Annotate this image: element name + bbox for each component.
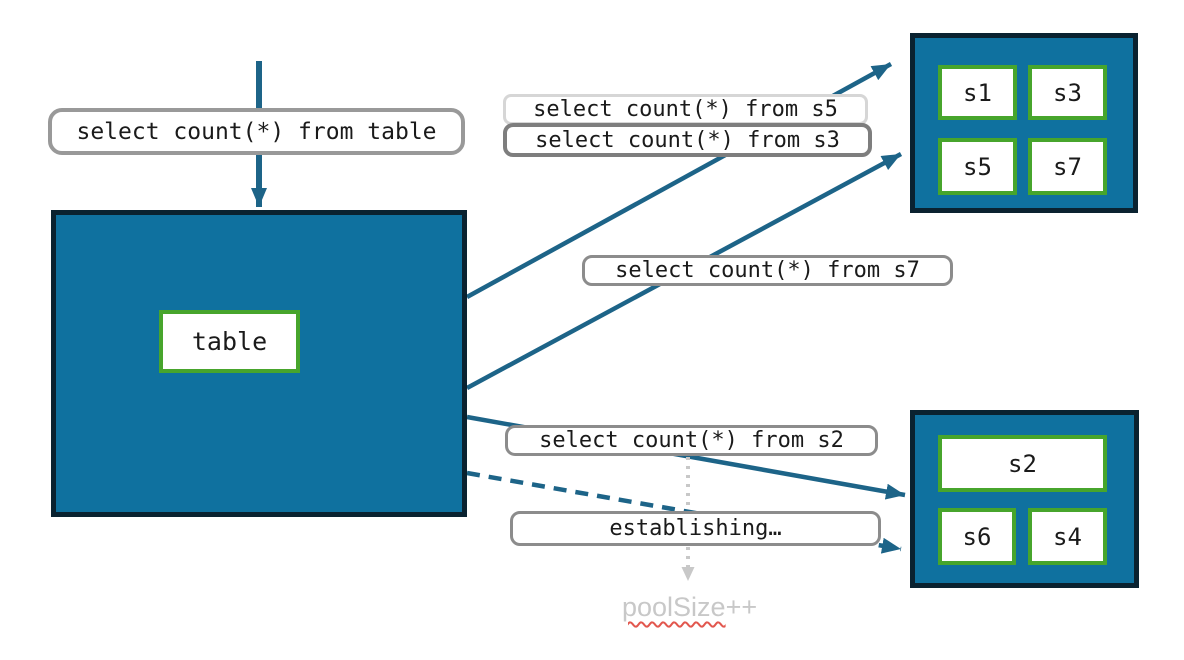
- shard-group-top: s1 s3 s5 s7: [910, 33, 1138, 213]
- query-label-s7: select count(*) from s7: [582, 255, 953, 286]
- shard-node-s2: s2: [938, 435, 1107, 492]
- query-label-s3: select count(*) from s3: [503, 123, 872, 157]
- table-container-box: table: [51, 210, 467, 517]
- shard-node-s5: s5: [938, 138, 1017, 195]
- query-label-table: select count(*) from table: [48, 108, 465, 155]
- shard-node-s1: s1: [938, 65, 1017, 120]
- poolsize-annotation-suffix: ++: [725, 592, 758, 622]
- query-text: select count(*) from s7: [615, 258, 920, 283]
- shard-label: s3: [1053, 78, 1082, 107]
- shard-label: s1: [963, 78, 992, 107]
- poolsize-annotation-text: poolSize: [622, 592, 726, 622]
- shard-label: s5: [963, 152, 992, 181]
- status-label-establishing: establishing…: [510, 511, 881, 546]
- status-text: establishing…: [609, 516, 782, 541]
- query-text: select count(*) from s5: [533, 97, 838, 122]
- shard-label: s7: [1053, 152, 1082, 181]
- query-label-s2: select count(*) from s2: [505, 425, 878, 456]
- poolsize-annotation: poolSize++: [622, 592, 757, 623]
- shard-node-s7: s7: [1028, 138, 1107, 195]
- query-label-s5: select count(*) from s5: [503, 94, 868, 125]
- shard-label: s2: [1008, 449, 1037, 478]
- shard-node-s6: s6: [938, 508, 1016, 565]
- query-text: select count(*) from s2: [539, 428, 844, 453]
- shard-node-s4: s4: [1028, 508, 1107, 565]
- shard-node-s3: s3: [1028, 65, 1107, 120]
- query-text: select count(*) from s3: [535, 127, 840, 153]
- shard-group-bottom: s2 s6 s4: [910, 410, 1139, 588]
- table-node: table: [159, 310, 300, 373]
- table-node-label: table: [191, 327, 268, 356]
- shard-label: s4: [1053, 522, 1082, 551]
- query-text: select count(*) from table: [76, 118, 437, 145]
- shard-label: s6: [962, 522, 992, 551]
